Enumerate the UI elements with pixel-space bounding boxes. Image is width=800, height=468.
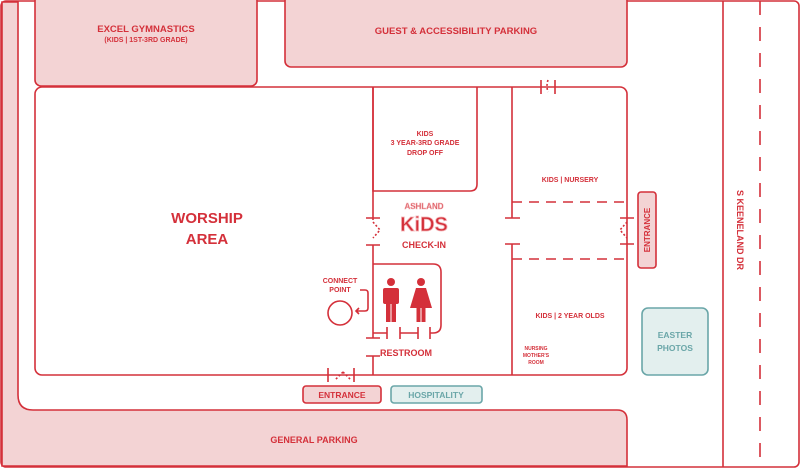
hospitality-badge[interactable] bbox=[390, 385, 483, 404]
woman-icon bbox=[410, 278, 432, 322]
worship-label-line2: AREA bbox=[186, 231, 229, 248]
entrance-south-badge[interactable] bbox=[302, 385, 382, 404]
dropoff-label-line2: 3 YEAR-3RD GRADE bbox=[391, 140, 460, 147]
general-parking-label: GENERAL PARKING bbox=[270, 435, 357, 445]
nursing-label-line1: NURSING bbox=[524, 346, 547, 352]
connect-label-line1: CONNECT bbox=[323, 278, 358, 285]
entrance-east-badge[interactable] bbox=[637, 191, 657, 269]
nursing-label-line3: ROOM bbox=[528, 360, 544, 366]
man-icon bbox=[383, 278, 399, 322]
easter-photos-area[interactable] bbox=[641, 307, 709, 376]
connect-point-marker[interactable] bbox=[327, 300, 353, 326]
nursing-label-line2: MOTHER'S bbox=[523, 353, 550, 359]
arrow-icon bbox=[354, 289, 369, 315]
gym-subtitle: (KIDS | 1ST-3RD GRADE) bbox=[104, 37, 187, 44]
gym-area[interactable] bbox=[34, 0, 258, 87]
kids-dropoff-room[interactable] bbox=[372, 87, 478, 192]
entrance-south-label: ENTRANCE bbox=[318, 390, 366, 400]
worship-label-line1: WORSHIP bbox=[171, 210, 243, 227]
gym-title: EXCEL GYMNASTICS bbox=[97, 24, 194, 35]
connect-label-line2: POINT bbox=[329, 287, 351, 294]
hospitality-label: HOSPITALITY bbox=[408, 390, 464, 400]
dropoff-label-line3: DROP OFF bbox=[407, 150, 444, 157]
restroom-room[interactable] bbox=[373, 263, 442, 339]
general-parking-area[interactable] bbox=[1, 1, 628, 467]
two-year-olds-label: KIDS | 2 YEAR OLDS bbox=[535, 313, 604, 320]
guest-parking-label: GUEST & ACCESSIBILITY PARKING bbox=[375, 26, 537, 37]
restroom-label: RESTROOM bbox=[380, 348, 432, 358]
entrance-east-label: ENTRANCE bbox=[643, 207, 652, 252]
checkin-label: CHECK-IN bbox=[402, 240, 446, 250]
easter-photos-line2: PHOTOS bbox=[657, 343, 693, 353]
nursery-label: KIDS | NURSERY bbox=[542, 177, 599, 184]
ashland-kids-logo-top: ASHLAND bbox=[404, 202, 443, 211]
guest-parking-area[interactable] bbox=[284, 0, 628, 68]
building-outline bbox=[34, 86, 628, 376]
easter-photos-line1: EASTER bbox=[658, 330, 692, 340]
ashland-kids-logo-bottom: KiDS bbox=[400, 214, 448, 236]
dropoff-label-line1: KIDS bbox=[417, 131, 434, 138]
door-icon bbox=[334, 79, 628, 381]
street-label: S KEENELAND DR bbox=[735, 190, 745, 271]
